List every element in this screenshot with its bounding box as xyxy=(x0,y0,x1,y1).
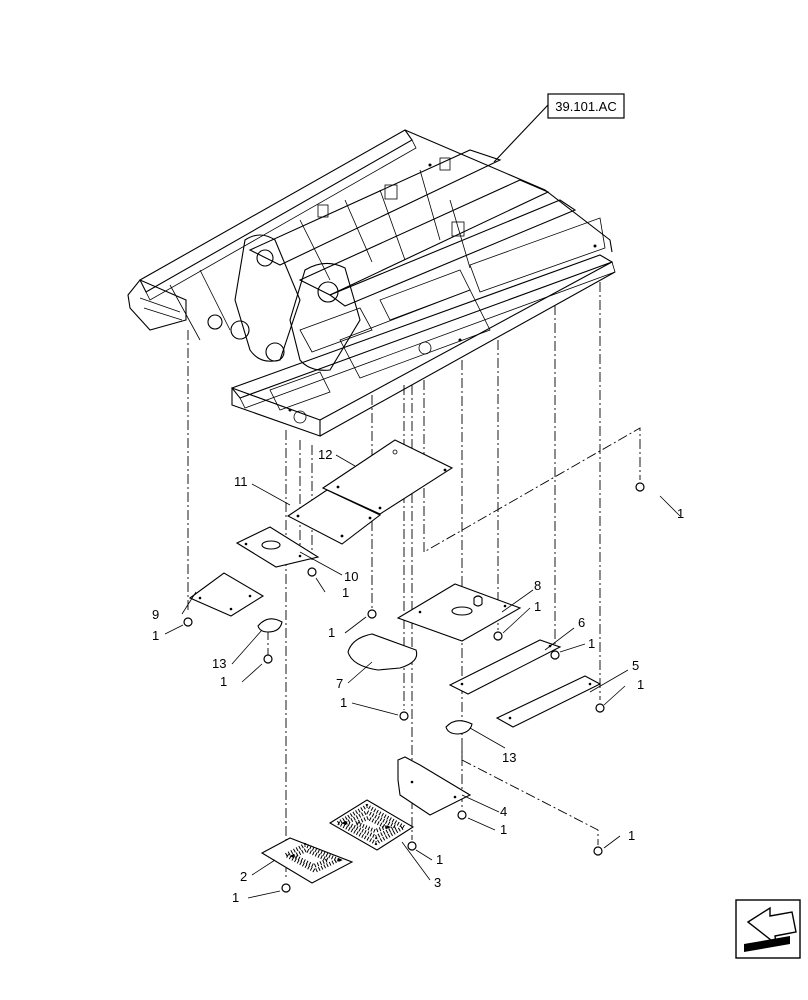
plate-11 xyxy=(286,489,382,545)
plate-7 xyxy=(347,633,418,671)
callout-11: 11 xyxy=(234,474,248,489)
callout-1-f: 1 xyxy=(588,636,595,651)
callout-5: 5 xyxy=(632,658,639,673)
upper-frame-assembly xyxy=(127,129,616,437)
reference-box xyxy=(547,93,625,119)
plate-8 xyxy=(396,583,522,642)
callout-10: 10 xyxy=(344,569,358,584)
callout-12: 12 xyxy=(318,447,332,462)
callout-1-g: 1 xyxy=(220,674,227,689)
callout-1-m: 1 xyxy=(232,890,239,905)
callout-1-b: 1 xyxy=(342,585,349,600)
plate-12 xyxy=(321,439,454,515)
reference-callout[interactable]: 39.101.AC xyxy=(547,93,625,119)
callout-1-l: 1 xyxy=(628,828,635,843)
callout-1-d: 1 xyxy=(328,625,335,640)
leader-lines xyxy=(164,454,681,899)
callout-1-h: 1 xyxy=(637,677,644,692)
plate-4 xyxy=(397,756,472,816)
callout-7: 7 xyxy=(336,676,343,691)
callout-2: 2 xyxy=(240,869,247,884)
reference-leader xyxy=(493,104,549,163)
callout-1-k: 1 xyxy=(436,852,443,867)
next-page-arrow-icon[interactable] xyxy=(735,899,801,959)
callout-9: 9 xyxy=(152,607,159,622)
plate-10 xyxy=(235,526,320,568)
callout-1-e: 1 xyxy=(534,599,541,614)
callout-1-j: 1 xyxy=(500,822,507,837)
callout-8: 8 xyxy=(534,578,541,593)
plate-9 xyxy=(188,572,265,617)
plate-13-right xyxy=(445,720,473,735)
callout-1-i: 1 xyxy=(340,695,347,710)
callout-13-right: 13 xyxy=(502,750,516,765)
callout-numbers: 12 11 10 9 13 7 8 6 5 13 4 3 2 1 1 1 1 1… xyxy=(152,447,684,905)
plate-3-perforated xyxy=(328,799,415,851)
plate-5 xyxy=(495,675,602,728)
callout-1-c: 1 xyxy=(152,628,159,643)
plate-6 xyxy=(448,639,562,695)
plate-2-perforated xyxy=(260,837,354,884)
callout-13-left: 13 xyxy=(212,656,226,671)
reference-code: 39.101.AC xyxy=(555,99,616,114)
nuts xyxy=(183,482,645,893)
callout-6: 6 xyxy=(578,615,585,630)
callout-1-a: 1 xyxy=(677,506,684,521)
callout-4: 4 xyxy=(500,804,507,819)
callout-3: 3 xyxy=(434,875,441,890)
